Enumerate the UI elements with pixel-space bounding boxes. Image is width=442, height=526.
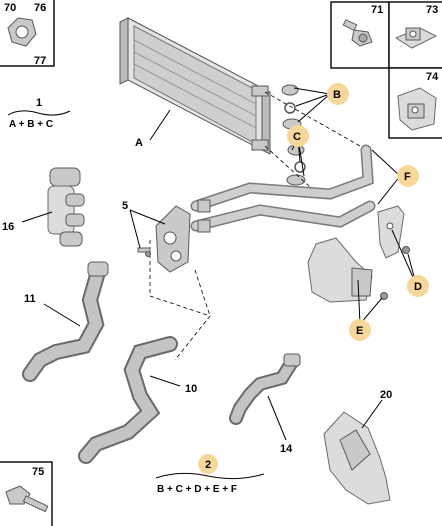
kit-1-formula: 1 A + B + C <box>7 97 71 130</box>
badge-B-text: B <box>333 89 341 101</box>
leader-B3 <box>297 93 331 123</box>
leader-5b <box>129 209 141 249</box>
label-77: 77 <box>34 55 46 67</box>
hose-10-part <box>78 336 178 464</box>
badge-D: D <box>407 275 429 297</box>
leader-20 <box>361 399 383 429</box>
badge-E-text: E <box>356 325 363 337</box>
hose-11-part <box>22 261 109 382</box>
inset-clip-nut-73: 73 <box>388 1 442 69</box>
bolt-icon <box>342 19 373 47</box>
label-11: 11 <box>24 293 36 305</box>
leader-14 <box>267 395 287 441</box>
bolt-flange-icon <box>5 485 49 513</box>
badge-E: E <box>349 319 371 341</box>
bracket-D-part <box>377 205 410 259</box>
dash-line-lower <box>264 145 321 197</box>
label-71: 71 <box>371 4 383 16</box>
inset-bolt-75: 75 <box>0 461 53 526</box>
leader-B2 <box>295 93 331 107</box>
label-10: 10 <box>185 383 197 395</box>
label-A: A <box>135 137 143 149</box>
badge-C-text: C <box>293 131 301 143</box>
badge-C: C <box>287 125 309 147</box>
formula-set-1: A + B + C <box>9 119 53 130</box>
label-20: 20 <box>380 389 392 401</box>
label-14: 14 <box>280 443 293 455</box>
inset-bolt-71: 71 <box>330 1 390 69</box>
leader-5a <box>129 209 166 225</box>
inset-nut-70-76-77: 70 76 77 <box>0 0 55 67</box>
label-5: 5 <box>122 200 128 212</box>
clip-nut-icon <box>394 27 438 49</box>
badge-F-text: F <box>404 171 411 183</box>
heater-pipes-part <box>190 144 376 233</box>
label-1: 1 <box>36 97 42 109</box>
leader-16 <box>21 211 53 223</box>
label-74: 74 <box>426 71 439 83</box>
dash-line-left <box>149 240 211 361</box>
leader-F1 <box>371 149 401 177</box>
leader-D1 <box>391 229 417 285</box>
seals-B <box>281 84 302 130</box>
label-70: 70 <box>4 2 16 14</box>
label-75: 75 <box>32 466 44 478</box>
label-76: 76 <box>34 2 46 14</box>
leader-10 <box>149 375 181 387</box>
label-73: 73 <box>426 4 438 16</box>
leader-F2 <box>377 175 401 205</box>
badge-2-text: 2 <box>205 459 211 471</box>
hose-14-part <box>229 353 301 425</box>
leader-A <box>149 109 171 141</box>
formula-set-2: B + C + D + E + F <box>157 484 237 495</box>
badge-D-text: D <box>414 281 422 293</box>
flange-plate-part <box>137 205 191 273</box>
cover-plate-part <box>323 411 391 505</box>
bracket-E-part <box>307 237 388 303</box>
bracket-clip-icon <box>397 87 437 131</box>
valve-block-part <box>47 167 85 247</box>
dash-line-mid <box>194 269 211 317</box>
leader-B1 <box>293 87 331 95</box>
dash-line-upper <box>264 91 361 147</box>
badge-F: F <box>397 165 419 187</box>
leader-11 <box>43 303 81 327</box>
leader-E1 <box>357 279 361 325</box>
inset-bracket-74: 74 <box>388 67 442 139</box>
kit-2-formula: 2 B + C + D + E + F <box>155 454 265 495</box>
label-16: 16 <box>2 221 14 233</box>
badge-B: B <box>327 83 349 105</box>
heater-radiator-part <box>119 17 271 155</box>
